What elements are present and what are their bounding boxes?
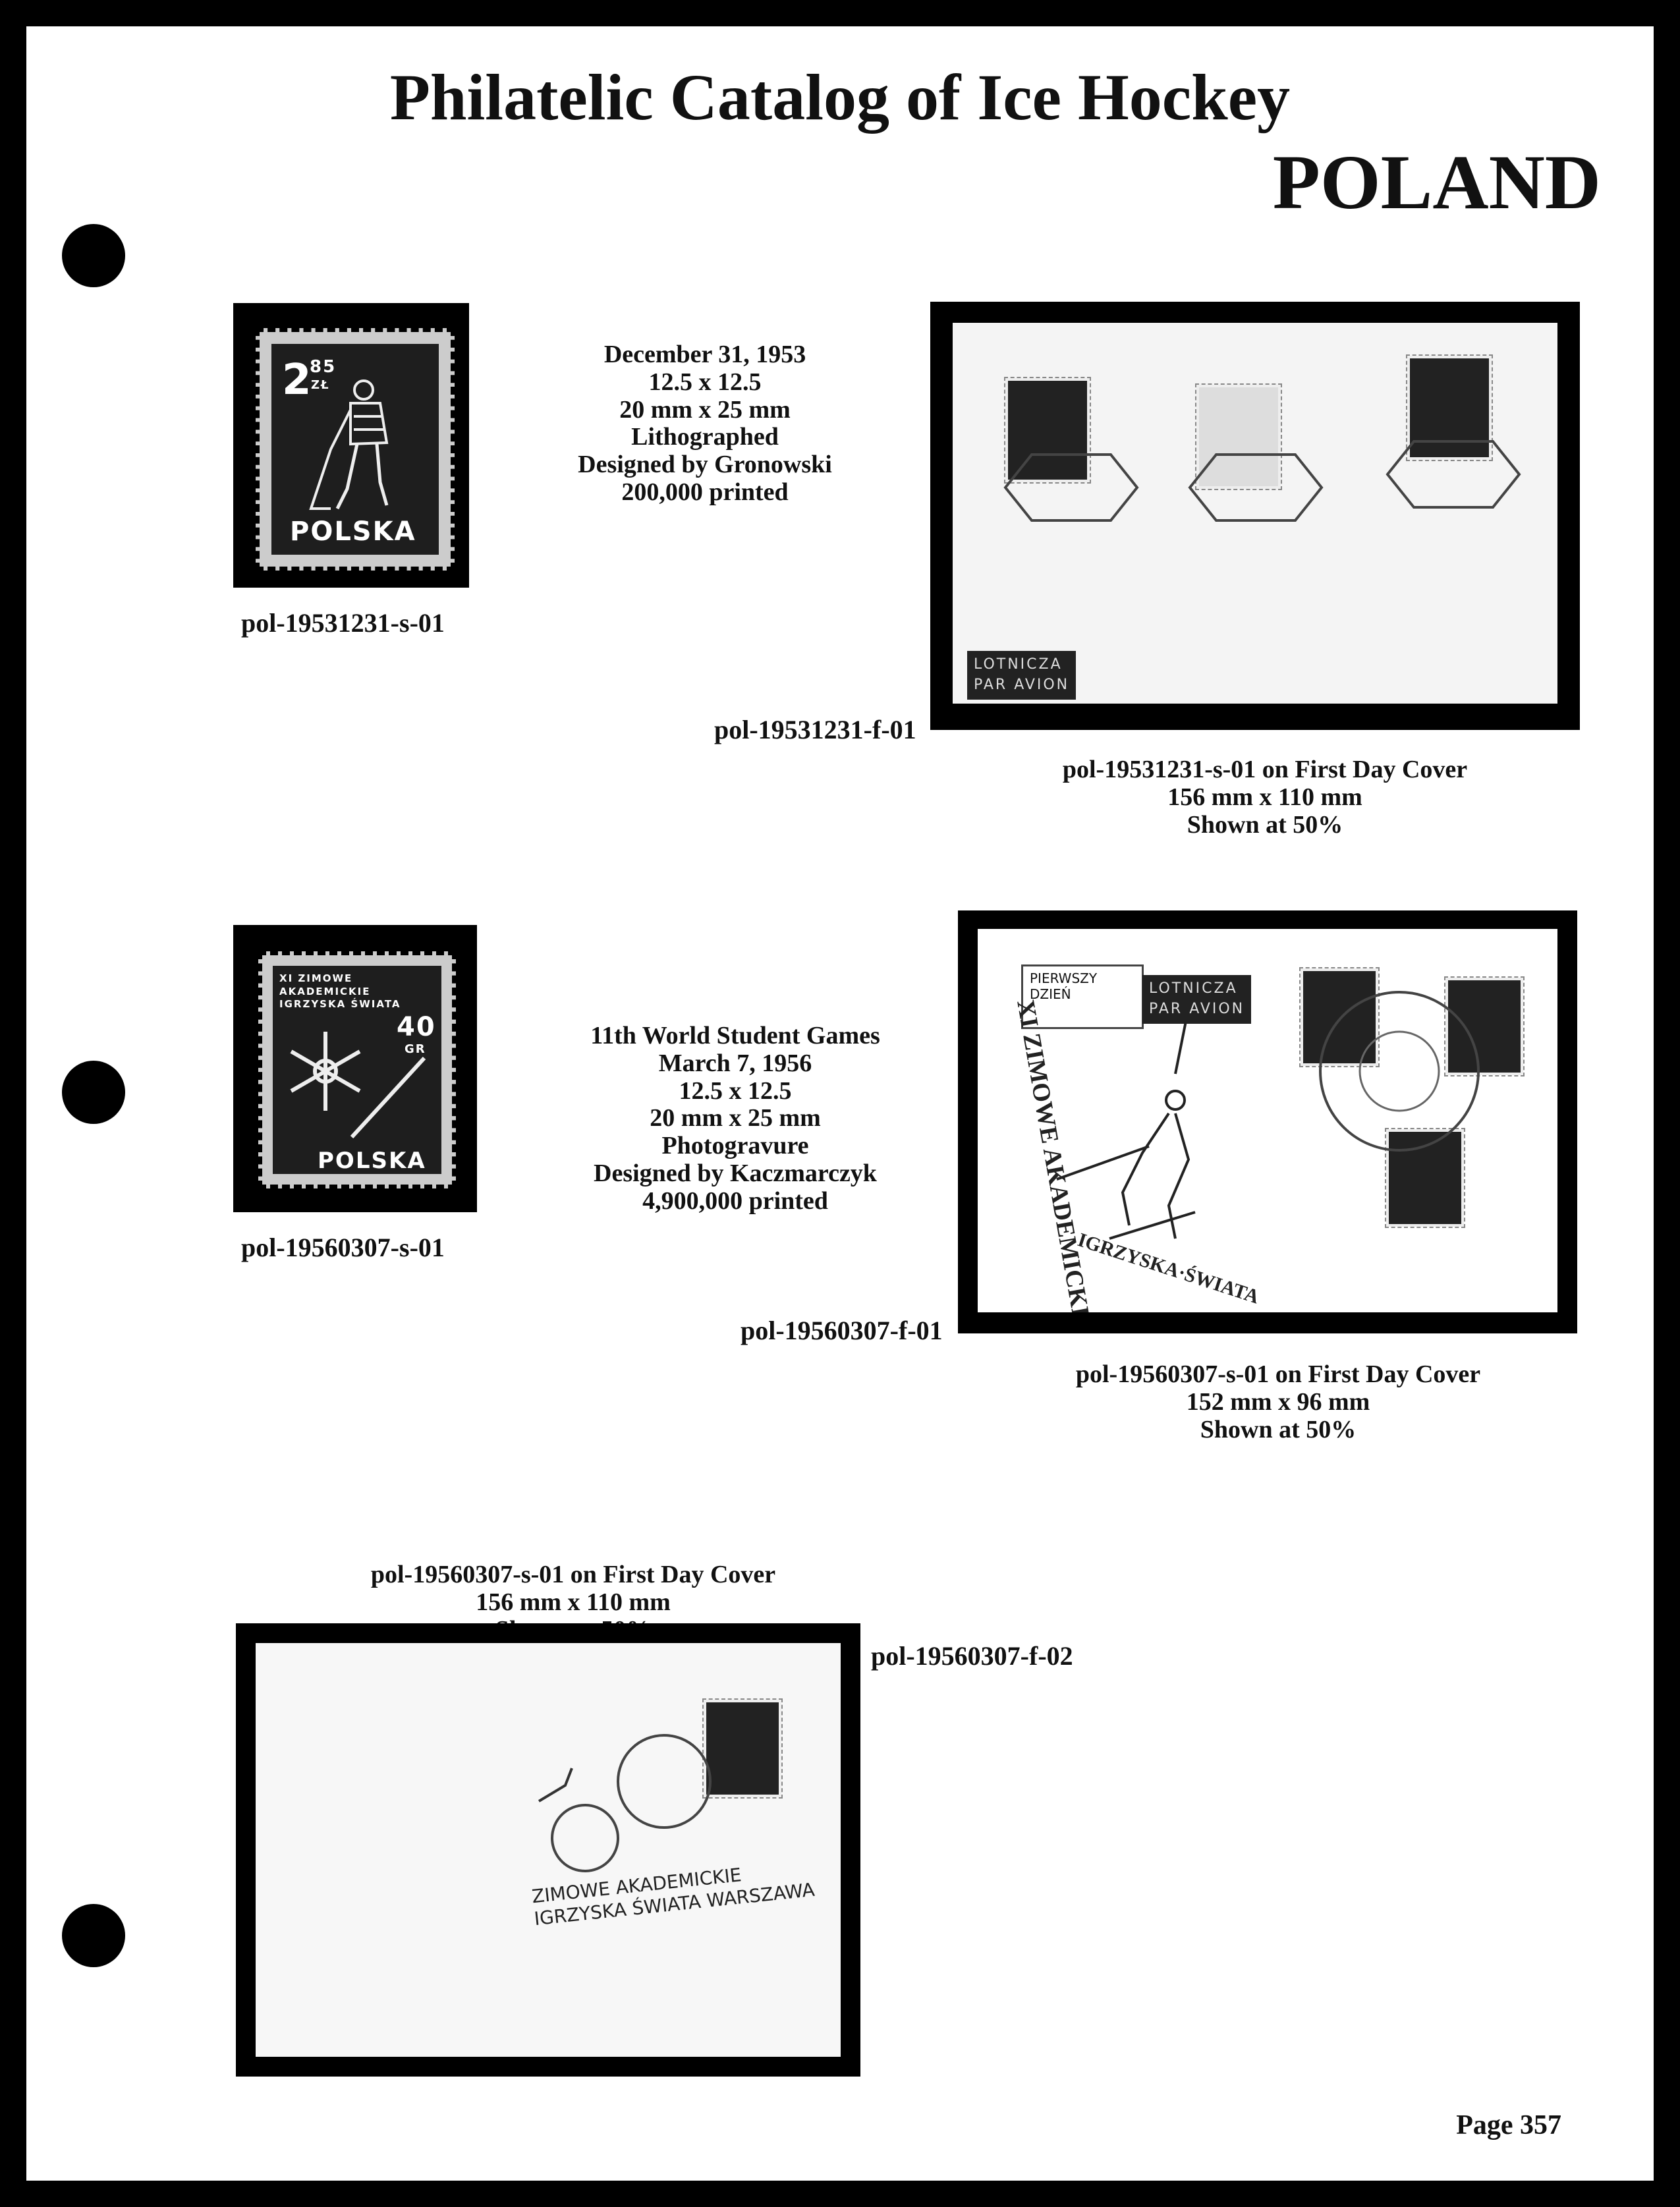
binder-hole-bottom — [62, 1904, 125, 1967]
cover-2-caption: pol-19560307-s-01 on First Day Cover 152… — [1075, 1360, 1481, 1443]
cover-2-image: PIERWSZY DZIEŃ LOTNICZA PAR AVION — [958, 910, 1577, 1333]
stamp-2-unit: GR — [405, 1042, 426, 1056]
stamp-1-image: 2 85 ZŁ POLSKA — [233, 303, 469, 588]
stamp-2-denomination: 40 — [397, 1012, 436, 1042]
stamp-1-denomination: 2 — [282, 356, 313, 405]
cover-3-cancellation — [538, 1734, 712, 1872]
stamp-2-country: POLSKA — [318, 1148, 426, 1174]
printing-method: Lithographed — [631, 423, 779, 451]
stamp-2-id: pol-19560307-s-01 — [241, 1233, 445, 1262]
event-name: 11th World Student Games — [590, 1022, 880, 1049]
stamp-1-unit: ZŁ — [311, 378, 330, 392]
stamp-2-header: XI ZIMOWE AKADEMICKIE IGRZYSKA ŚWIATA — [279, 972, 401, 1010]
svg-text:XI ZIMOWE AKADEMICKIE: XI ZIMOWE AKADEMICKIE — [1011, 997, 1097, 1312]
binder-hole-middle — [62, 1061, 125, 1124]
stamp-size: 20 mm x 25 mm — [650, 1104, 821, 1132]
stamp-1-id: pol-19531231-s-01 — [241, 608, 445, 638]
stamp-2-details: 11th World Student Games March 7, 1956 1… — [571, 1022, 900, 1215]
perforation: 12.5 x 12.5 — [648, 368, 762, 396]
cover-3-id: pol-19560307-f-02 — [871, 1641, 1073, 1671]
cover-2-stamp-40 — [1444, 976, 1525, 1076]
issue-date: December 31, 1953 — [603, 341, 806, 368]
binder-hole-top — [62, 224, 125, 287]
cover-1-image: LOTNICZA PAR AVION — [930, 302, 1580, 730]
snowflake-icon — [290, 1032, 426, 1139]
print-quantity: 200,000 printed — [621, 478, 789, 506]
country-heading: POLAND — [1272, 139, 1601, 225]
print-quantity: 4,900,000 printed — [642, 1187, 828, 1215]
cover-1-caption: pol-19531231-s-01 on First Day Cover 156… — [1062, 756, 1468, 839]
cover-2-airmail-label: LOTNICZA PAR AVION — [1142, 975, 1252, 1024]
stamp-size: 20 mm x 25 mm — [619, 395, 791, 424]
cover-1-stamp-skier — [1195, 383, 1282, 490]
designer: Designed by Kaczmarczyk — [594, 1159, 877, 1187]
cover-1-id: pol-19531231-f-01 — [714, 715, 916, 744]
cover-2-skier-cachet: XI ZIMOWE AKADEMICKIE IGRZYSKA·ŚWIATA — [1011, 991, 1480, 1312]
cover-2-id: pol-19560307-f-01 — [741, 1316, 943, 1345]
designer: Designed by Gronowski — [578, 451, 832, 479]
cover-1-cancellations — [1003, 440, 1521, 522]
cover-3-caption: pol-19560307-s-01 on First Day Cover 156… — [370, 1561, 776, 1643]
perforation: 12.5 x 12.5 — [679, 1076, 792, 1105]
cover-3-image: ZIMOWE AKADEMICKIE IGRZYSKA ŚWIATA WARSZ… — [236, 1623, 860, 2077]
stamp-1-details: December 31, 1953 12.5 x 12.5 20 mm x 25… — [540, 341, 870, 507]
cover-1-airmail-label: LOTNICZA PAR AVION — [967, 651, 1077, 700]
page-title: Philatelic Catalog of Ice Hockey — [389, 61, 1291, 134]
cover-1-stamp-skater — [1004, 377, 1091, 484]
cover-2-stamp-20 — [1299, 967, 1380, 1067]
cover-3-stamp-40 — [702, 1698, 783, 1799]
hockey-player-icon — [309, 379, 389, 510]
stamp-2-image: XI ZIMOWE AKADEMICKIE IGRZYSKA ŚWIATA 40… — [233, 925, 477, 1212]
stamp-1-denomination-small: 85 — [310, 357, 337, 377]
catalog-page: Philatelic Catalog of Ice Hockey POLAND … — [26, 26, 1654, 2181]
page-number: Page 357 — [1456, 2110, 1561, 2140]
printing-method: Photogravure — [661, 1132, 809, 1160]
stamp-1-country: POLSKA — [290, 517, 416, 547]
svg-text:IGRZYSKA·ŚWIATA: IGRZYSKA·ŚWIATA — [1075, 1229, 1262, 1308]
issue-date: March 7, 1956 — [658, 1049, 812, 1077]
